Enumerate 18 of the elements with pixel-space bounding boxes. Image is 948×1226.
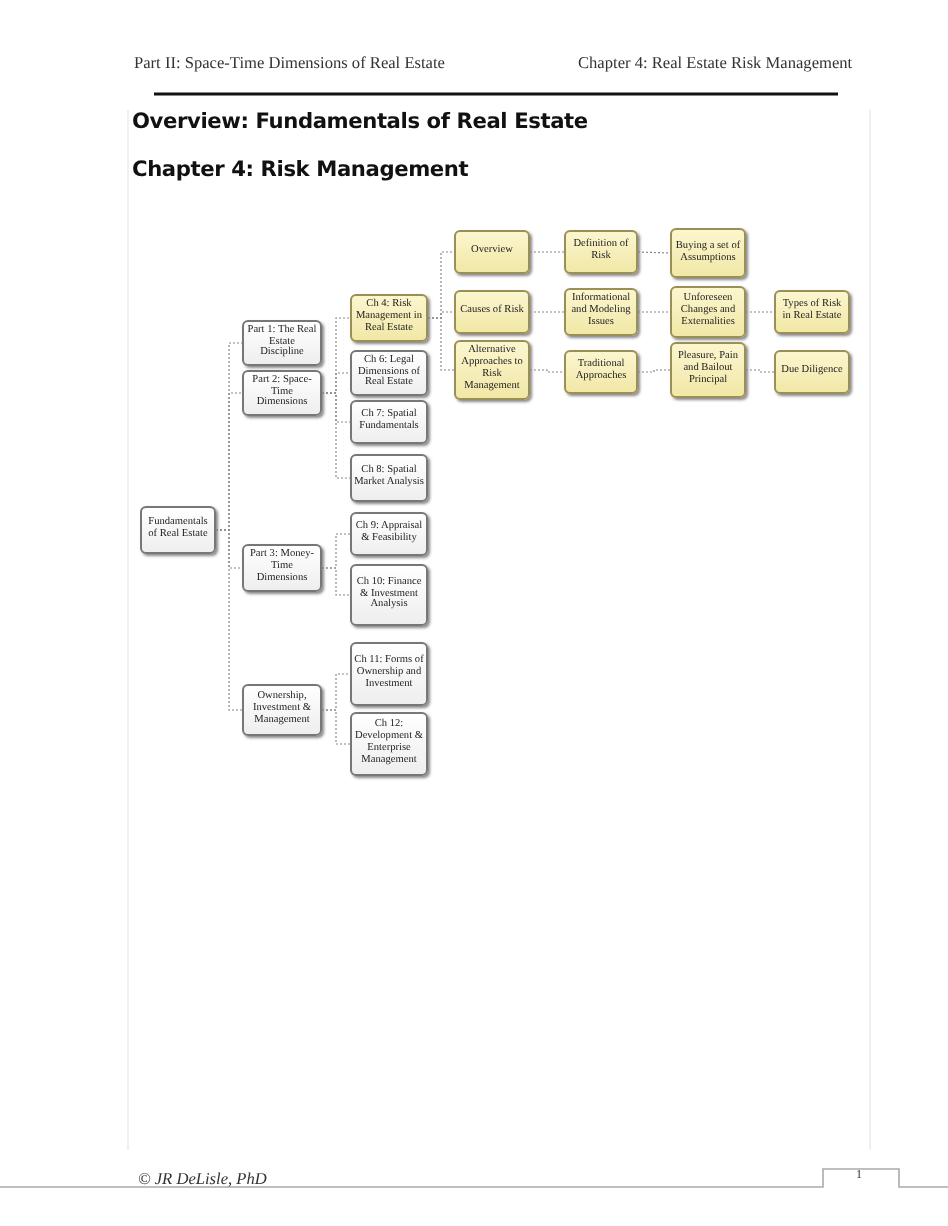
connector (637, 369, 671, 373)
connector (321, 392, 351, 479)
connector (529, 369, 565, 373)
connector (321, 567, 351, 596)
connector (745, 311, 775, 313)
heading: Overview: Fundamentals of Real Estate (132, 110, 588, 134)
connector (529, 251, 565, 253)
footer-text: © JR DeLisle, PhD (138, 1170, 267, 1188)
connector (215, 529, 243, 711)
connector (637, 251, 671, 254)
connector (745, 369, 775, 373)
heading: Chapter 4: Risk Management (132, 158, 469, 182)
running-header: Part II: Space-Time Dimensions of Real Estate (134, 54, 445, 72)
running-header: Chapter 4: Real Estate Risk Management (578, 54, 853, 72)
connector (529, 311, 565, 313)
connector (637, 311, 671, 313)
connector (321, 709, 351, 745)
connector (427, 317, 455, 371)
